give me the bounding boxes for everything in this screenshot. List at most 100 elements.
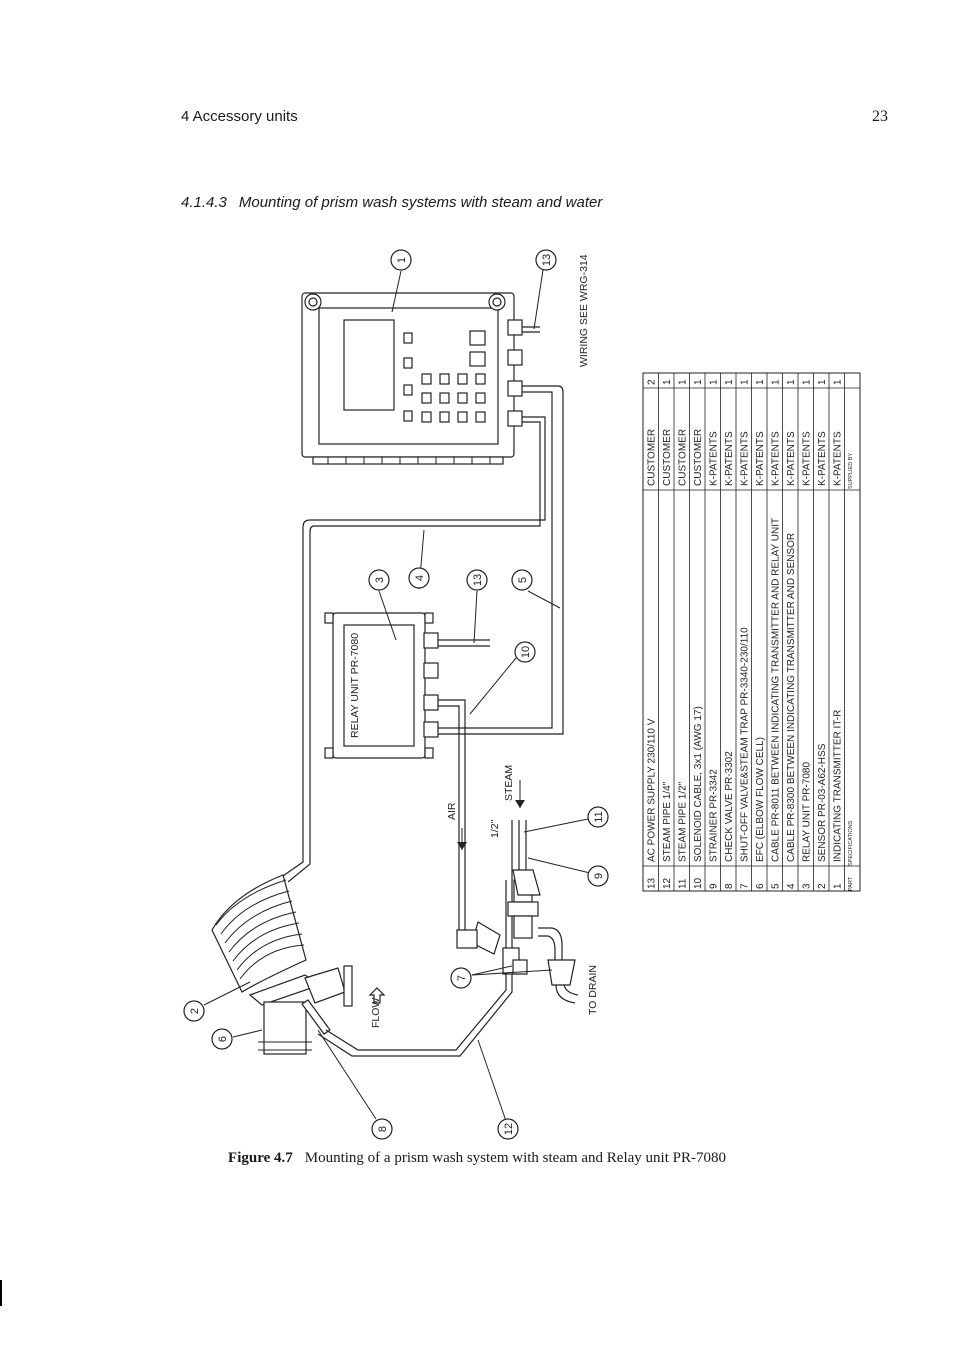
svg-text:2: 2 [189, 1008, 201, 1014]
table-supplier: CUSTOMER [693, 429, 704, 486]
table-part-number: 12 [662, 877, 673, 889]
balloon: 7 [450, 967, 472, 989]
table-supplier: K-PATENTS [833, 431, 844, 486]
table-part-number: 13 [647, 877, 658, 889]
figure-caption-text: Mounting of a prism wash system with ste… [304, 1150, 726, 1166]
table-specification: STRAINER PR-3342 [709, 769, 720, 862]
table-specification: CABLE PR-8300 BETWEEN INDICATING TRANSMI… [786, 533, 797, 862]
table-supplier: K-PATENTS [802, 431, 813, 486]
balloon: 3 [368, 569, 390, 591]
table-specification: CHECK VALVE PR-3302 [724, 751, 735, 862]
table-specification: EFC (ELBOW FLOW CELL) [755, 737, 766, 862]
svg-text:6: 6 [217, 1036, 229, 1042]
steam-piping [317, 820, 579, 1057]
svg-text:13: 13 [472, 574, 484, 586]
air-label: AIR [446, 802, 458, 820]
page-number: 23 [872, 108, 888, 125]
svg-text:10: 10 [520, 646, 532, 658]
cables [279, 326, 564, 930]
balloon: 10 [514, 641, 536, 663]
balloon: 9 [587, 865, 609, 887]
table-header-specifications: SPECIFICATIONS [848, 820, 854, 866]
table-part-number: 5 [771, 883, 782, 889]
table-part-number: 4 [786, 883, 797, 889]
table-header-part: PART [848, 876, 854, 891]
table-specification: INDICATING TRANSMITTER IT-R [833, 710, 844, 862]
table-supplier: K-PATENTS [724, 431, 735, 486]
balloon: 13 [535, 249, 557, 271]
balloon: 12 [497, 1118, 519, 1140]
table-specification: STEAM PIPE 1/4" [662, 781, 673, 862]
table-part-number: 11 [678, 878, 689, 889]
wiring-note: WIRING SEE WRG-314 [578, 254, 590, 367]
balloon: 1 [390, 249, 412, 271]
svg-text:9: 9 [593, 873, 605, 879]
table-quantity: 1 [740, 379, 751, 385]
table-supplier: CUSTOMER [662, 429, 673, 486]
svg-text:5: 5 [517, 577, 529, 583]
table-quantity: 1 [771, 379, 782, 385]
svg-text:8: 8 [377, 1126, 389, 1132]
sensor-and-flow-cell [211, 874, 353, 1055]
table-part-number: 6 [755, 883, 766, 889]
svg-text:1: 1 [396, 257, 408, 263]
svg-text:4: 4 [414, 575, 426, 581]
table-supplier: K-PATENTS [755, 431, 766, 486]
table-specification: SOLENOID CABLE, 3x1 (AWG 17) [693, 706, 704, 862]
table-specification: STEAM PIPE 1/2" [678, 781, 689, 862]
table-supplier: K-PATENTS [771, 431, 782, 486]
running-header-section: 4 Accessory units [181, 108, 298, 125]
table-supplier: K-PATENTS [786, 431, 797, 486]
table-specification: SENSOR PR-03-A62-HSS [817, 743, 828, 862]
table-specification: CABLE PR-8011 BETWEEN INDICATING TRANSMI… [771, 518, 782, 862]
svg-text:7: 7 [456, 975, 468, 981]
table-quantity: 1 [693, 379, 704, 385]
relay-unit-label: RELAY UNIT PR-7080 [349, 633, 361, 738]
balloon: 13 [466, 569, 488, 591]
table-specification: AC POWER SUPPLY 230/110 V [647, 718, 658, 862]
svg-text:12: 12 [503, 1123, 515, 1135]
table-quantity: 1 [678, 379, 689, 385]
balloon: 5 [511, 569, 533, 591]
table-part-number: 8 [724, 883, 735, 889]
steam-label: STEAM [503, 765, 515, 801]
table-quantity: 1 [724, 379, 735, 385]
balloon: 8 [371, 1118, 393, 1140]
table-quantity: 1 [833, 379, 844, 385]
table-part-number: 10 [693, 877, 704, 889]
leader-lines [203, 269, 591, 1122]
relay-unit: RELAY UNIT PR-7080 [324, 612, 439, 759]
table-quantity: 1 [755, 379, 766, 385]
table-supplier: K-PATENTS [709, 431, 720, 486]
table-supplier: CUSTOMER [678, 429, 689, 486]
subsection-title: Mounting of prism wash systems with stea… [238, 194, 603, 211]
to-drain-label: TO DRAIN [587, 965, 599, 1015]
table-quantity: 1 [786, 379, 797, 385]
indicating-transmitter [301, 292, 523, 465]
flow-arrows [368, 780, 525, 1004]
table-part-number: 9 [709, 883, 720, 889]
figure-caption: Figure 4.7 Mounting of a prism wash syste… [0, 1150, 954, 1167]
table-header-supplied-by: SUPPLIED BY [848, 453, 854, 489]
table-quantity: 1 [662, 379, 673, 385]
table-quantity: 1 [802, 379, 813, 385]
table-quantity: 2 [647, 379, 658, 385]
table-part-number: 7 [740, 883, 751, 889]
half-inch-label: 1/2" [489, 819, 501, 838]
table-part-number: 1 [833, 883, 844, 889]
balloon: 11 [587, 806, 609, 828]
table-specification: SHUT-OFF VALVE&STEAM TRAP PR-3340-230/11… [740, 627, 751, 862]
page-edge-mark [0, 1280, 2, 1306]
table-part-number: 2 [817, 883, 828, 889]
svg-text:11: 11 [593, 811, 605, 822]
figure-caption-label: Figure 4.7 [228, 1150, 293, 1166]
svg-text:3: 3 [374, 577, 386, 583]
table-supplier: K-PATENTS [740, 431, 751, 486]
balloon: 2 [183, 1000, 205, 1022]
table-specification: RELAY UNIT PR-7080 [802, 762, 813, 862]
balloon: 4 [408, 567, 430, 589]
table-part-number: 3 [802, 883, 813, 889]
